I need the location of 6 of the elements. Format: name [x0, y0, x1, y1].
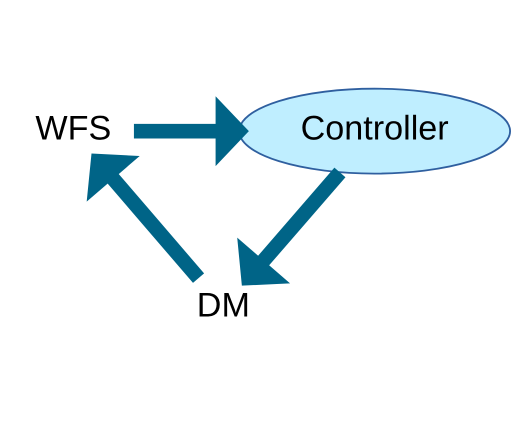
node-ellipse: Controller: [238, 87, 512, 174]
arrow: [134, 96, 249, 166]
node-text: WFS: [35, 109, 112, 148]
arrow: [86, 153, 204, 282]
arrow: [237, 167, 346, 286]
node-text: DM: [196, 286, 250, 324]
